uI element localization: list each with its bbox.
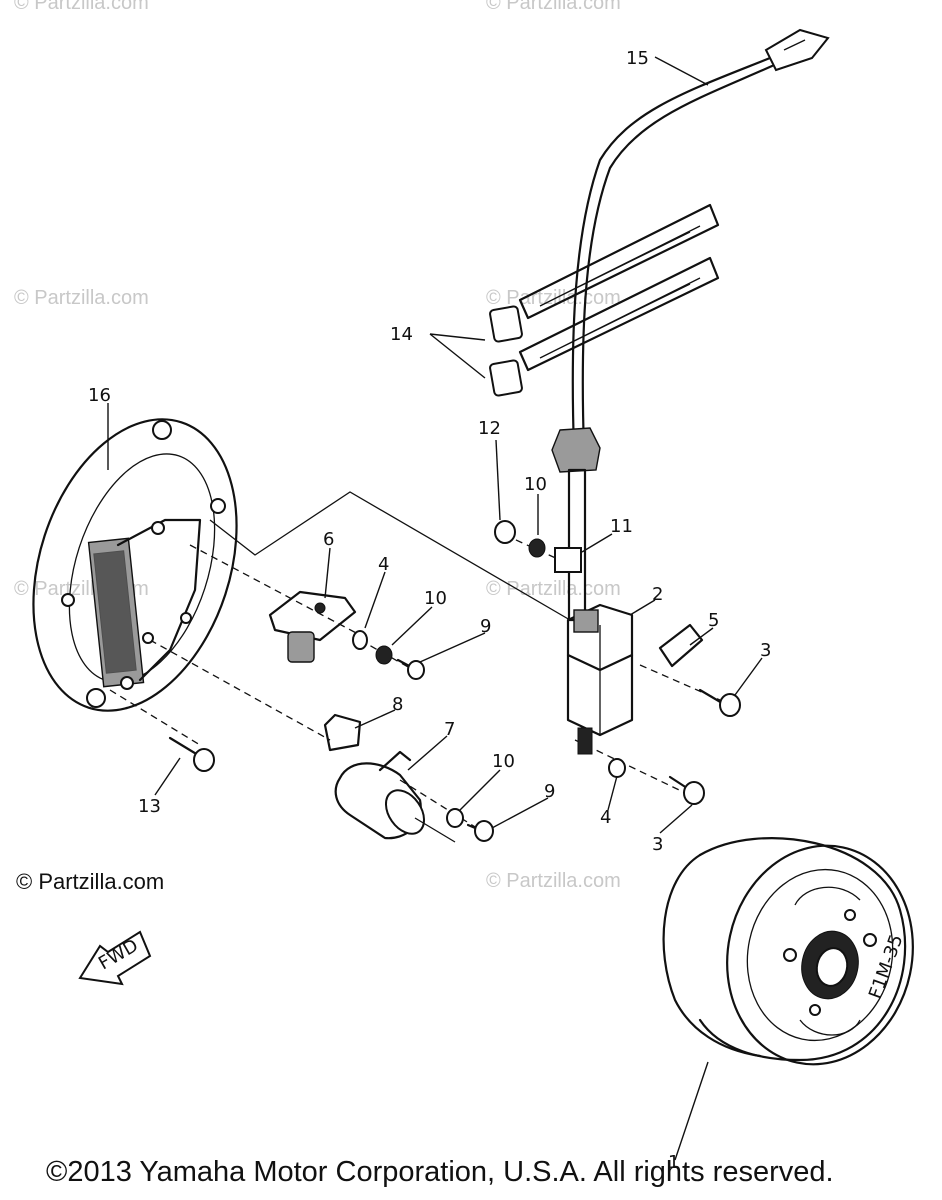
callout-9b: 9 [544, 781, 555, 802]
callout-12: 12 [478, 418, 501, 439]
copyright-footer: ©2013 Yamaha Motor Corporation, U.S.A. A… [46, 1156, 834, 1188]
lead-wire [571, 28, 830, 452]
copyright-inline: © Partzilla.com [16, 869, 165, 894]
callout-8: 8 [392, 694, 403, 715]
callout-11: 11 [610, 516, 633, 537]
watermark: © Partzilla.com [486, 578, 621, 600]
callout-10c: 10 [492, 751, 515, 772]
callout-2: 2 [652, 584, 663, 605]
watermark: © Partzilla.com [14, 0, 149, 14]
stator-plate [32, 418, 238, 712]
wire-grommet-clamp [494, 427, 601, 622]
callout-15: 15 [626, 48, 649, 69]
callout-10b: 10 [424, 588, 447, 609]
callout-4a: 4 [378, 554, 389, 575]
watermark: © Partzilla.com [486, 870, 621, 892]
callout-14: 14 [390, 324, 413, 345]
callout-4b: 4 [600, 807, 611, 828]
lower-fasteners [446, 808, 494, 842]
condenser-clamp [323, 713, 362, 752]
regulator-bracket [608, 623, 741, 805]
callout-6: 6 [323, 529, 334, 550]
cable-ties [489, 203, 720, 397]
callout-5: 5 [708, 610, 719, 631]
condenser [334, 750, 456, 843]
leader-lines [107, 56, 763, 1161]
stator-screw [168, 736, 215, 772]
upper-fasteners [352, 630, 425, 680]
callout-numbers: 1 2 3 3 4 4 5 6 7 8 9 9 10 10 10 11 12 1… [88, 48, 771, 1173]
callout-9a: 9 [480, 616, 491, 637]
watermark: © Partzilla.com [14, 287, 149, 309]
callout-13: 13 [138, 796, 161, 817]
callout-3a: 3 [760, 640, 771, 661]
contact-breaker [268, 590, 357, 663]
callout-7: 7 [444, 719, 455, 740]
callout-3b: 3 [652, 834, 663, 855]
watermark: © Partzilla.com [486, 287, 621, 309]
flywheel-rotor [662, 837, 914, 1066]
voltage-regulator [566, 603, 634, 755]
callout-16: 16 [88, 385, 111, 406]
callout-10a: 10 [524, 474, 547, 495]
watermark: © Partzilla.com [486, 0, 621, 14]
fwd-arrow-icon: FWD [78, 930, 152, 986]
callout-1: 1 [668, 1152, 679, 1173]
